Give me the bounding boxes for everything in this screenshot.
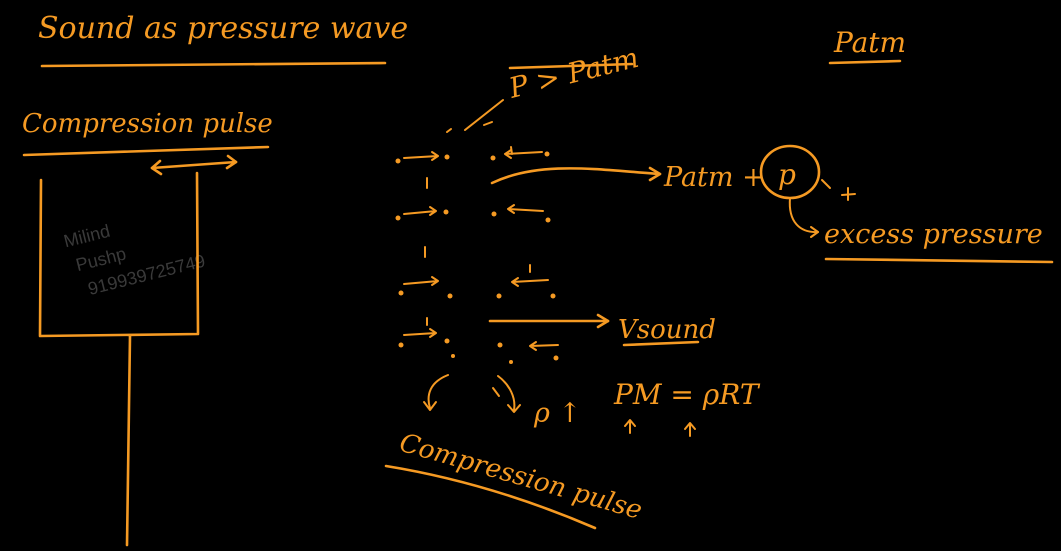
ideal-gas-equation: PM = ρRT [613, 378, 761, 411]
excess-pointer-arrow [788, 197, 819, 238]
watermark: Milind Pushp 919939725749 [62, 221, 208, 299]
pressure-greater-label: P > Patm [505, 41, 642, 105]
particle-diagram [395, 146, 559, 364]
arrow-to-excess [490, 166, 662, 185]
atmospheric-pressure-label: Patm [833, 26, 906, 59]
board-title: Sound as pressure wave [38, 11, 408, 46]
title-underline [40, 61, 387, 68]
density-rise-label: ρ ↑ [533, 398, 581, 429]
excess-pressure-label: excess pressure [824, 219, 1043, 250]
piston-motion-arrow [150, 154, 238, 176]
sound-speed-underline [622, 340, 700, 347]
sum-label: Patm + [663, 162, 765, 193]
bottom-heading: Compression pulse [396, 428, 645, 526]
cylinder-outline [38, 171, 200, 338]
excess-mark [821, 179, 856, 201]
excess-underline [824, 257, 1054, 264]
left-heading-underline [22, 145, 270, 157]
pressure-pointer-arrow [446, 99, 504, 133]
sound-speed-label: Vsound [618, 315, 716, 345]
equation-up-arrows [624, 419, 696, 437]
sound-direction-arrow [488, 313, 610, 329]
excess-symbol: p [778, 158, 796, 191]
compression-arrows [423, 374, 521, 413]
bottom-heading-underline [384, 464, 597, 530]
watermark-name-1: Milind [62, 221, 112, 252]
pressure-underline [508, 62, 634, 70]
patm-underline [828, 59, 902, 65]
piston-rod [125, 334, 132, 547]
left-heading: Compression pulse [22, 109, 273, 139]
